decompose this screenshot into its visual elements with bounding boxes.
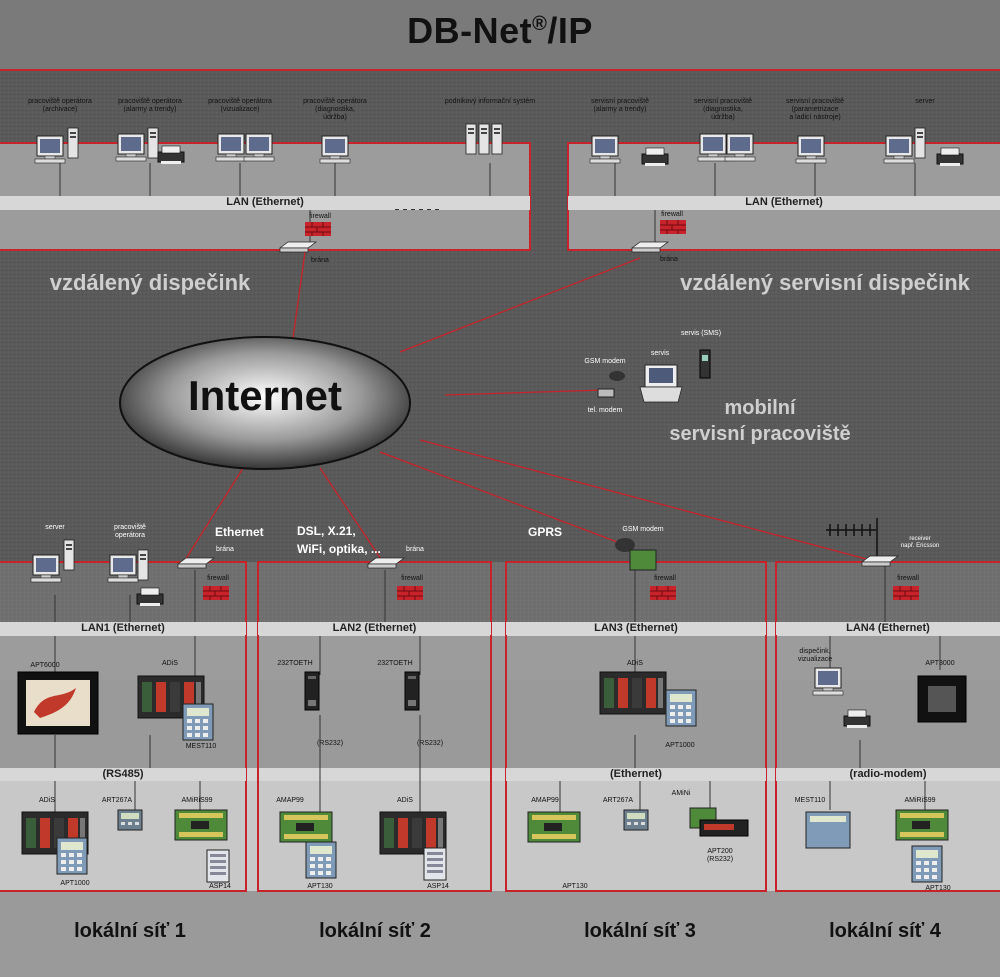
- station-alarms-label: pracoviště operátora(alarmy a trendy): [118, 98, 182, 113]
- net4-apt3000-label: APT3000: [925, 660, 955, 667]
- net2-rs232-1-label: (RS232): [316, 740, 344, 747]
- net4-devices: [805, 518, 967, 883]
- amiris99-label: AMiRiS99: [181, 797, 213, 804]
- diagram-title: DB-Net®/IP: [407, 10, 593, 51]
- net4-dispatch-label: dispečink,vizualizace: [797, 648, 833, 663]
- bottom-label-panel: [0, 891, 1000, 977]
- tel-modem-label: tel. modem: [587, 407, 623, 414]
- net3-devices: [527, 538, 749, 843]
- net3-art267a-label: ART267A: [602, 797, 634, 804]
- net2-adis-label: ADiS: [397, 797, 413, 804]
- station-diag-label: pracoviště operátora(diagnostika,údržba): [303, 98, 367, 121]
- net1-adis-top-label: ADiS: [162, 660, 178, 667]
- net2-asp14-label: ASP14: [427, 883, 449, 890]
- lan2-bar: LAN2 (Ethernet): [258, 622, 491, 635]
- net4-amiris99-label: AMiRiS99: [904, 797, 936, 804]
- net1-adis-bottom-label: ADiS: [39, 797, 55, 804]
- art267a-label: ART267A: [101, 797, 133, 804]
- internet-label: Internet: [187, 372, 342, 419]
- net4-mest110-label: MEST110: [794, 797, 826, 804]
- servis-label: servis: [650, 350, 670, 357]
- lower-drop-lines: [54, 565, 941, 815]
- station-visual-label: pracoviště operátora(vizualizace): [208, 98, 272, 113]
- net3-ethernet-bus: (Ethernet): [506, 768, 766, 781]
- net2-232toeth-1-label: 232TOETH: [277, 660, 313, 667]
- local-net-3-title: lokální síť 3: [584, 920, 696, 942]
- net3-apt200-label: APT200: [707, 848, 733, 855]
- gprs-label: GPRS: [528, 525, 563, 539]
- net2-amap99-label: AMAP99: [276, 797, 304, 804]
- asp14-label: ASP14: [209, 883, 231, 890]
- mest110-label: MEST110: [185, 743, 217, 750]
- net1-firewall-label: firewall: [207, 575, 229, 582]
- net3-apt130-label: APT130: [562, 883, 588, 890]
- net3-adis-label: ADiS: [627, 660, 643, 667]
- apt6000-label: APT6000: [30, 662, 60, 669]
- net1-operator-label: pracoviště operátora: [114, 524, 146, 539]
- lan1-bar: LAN1 (Ethernet): [0, 622, 246, 635]
- service-diag-label: servisní pracoviště(diagnostika,údržba): [694, 98, 752, 121]
- net2-rs232-2-label: (RS232): [416, 740, 444, 747]
- servis-sms-label: servis (SMS): [680, 330, 722, 337]
- net1-devices: [17, 539, 230, 883]
- lower-panel-1: [0, 636, 1000, 680]
- service-gateway-label: brána: [660, 256, 678, 263]
- local-net-2-title: lokální síť 2: [319, 920, 431, 942]
- net4-firewall-label: firewall: [897, 575, 919, 582]
- net3-apt1000-label: APT1000: [665, 742, 695, 749]
- net1-gateway-label: brána: [216, 546, 234, 553]
- gsm-modem-label: GSM modem: [584, 358, 626, 365]
- net2-bus-gap: [258, 768, 491, 781]
- mobile-devices: [597, 349, 711, 403]
- remote-gateway-label: brána: [311, 257, 329, 264]
- dsl-label: DSL, X.21,WiFi, optika, ...: [297, 524, 381, 556]
- internet-ellipse: [119, 336, 411, 470]
- net3-amap99-label: AMAP99: [531, 797, 559, 804]
- remote-dispatch-title: vzdálený dispečink: [49, 270, 251, 295]
- remote-dispatch-lan: LAN (Ethernet): [0, 196, 530, 209]
- remote-service-title: vzdálený servisní dispečink: [680, 270, 970, 295]
- service-server-label: server: [915, 98, 935, 105]
- apt1000-label: APT1000: [60, 880, 90, 887]
- net3-gsm-label: GSM modem: [622, 526, 664, 533]
- net1-server-label: server: [45, 524, 65, 531]
- net4-apt130-label: APT130: [925, 885, 951, 892]
- net2-apt130-label: APT130: [307, 883, 333, 890]
- net2-232toeth-2-label: 232TOETH: [377, 660, 413, 667]
- local-net-4-title: lokální síť 4: [829, 920, 941, 942]
- ethernet-label: Ethernet: [215, 525, 264, 539]
- title-band: [0, 0, 1000, 70]
- net3-amini-label: AMiNi: [671, 790, 691, 797]
- lan4-bar: LAN4 (Ethernet): [776, 622, 1000, 635]
- net2-gateway-label: brána: [406, 546, 424, 553]
- service-alarms-label: servisní pracoviště(alarmy a trendy): [591, 98, 649, 113]
- lan3-bar: LAN3 (Ethernet): [506, 622, 766, 635]
- net2-firewall-label: firewall: [401, 575, 423, 582]
- rs485-bar: (RS485): [0, 768, 246, 781]
- remote-firewall-label: firewall: [309, 213, 331, 220]
- remote-service-lan: LAN (Ethernet): [568, 196, 1000, 209]
- station-archive-label: pracoviště operátora(archivace): [28, 98, 92, 113]
- service-firewall-label: firewall: [661, 211, 683, 218]
- net3-rs232-label: (RS232): [706, 856, 734, 863]
- net3-firewall-label: firewall: [654, 575, 676, 582]
- enterprise-system-label: podnikový informační systém: [444, 98, 536, 105]
- internet-links: [184, 251, 871, 566]
- local-net-1-title: lokální síť 1: [74, 920, 186, 942]
- net4-radio-bus: (radio-modem): [776, 768, 1000, 781]
